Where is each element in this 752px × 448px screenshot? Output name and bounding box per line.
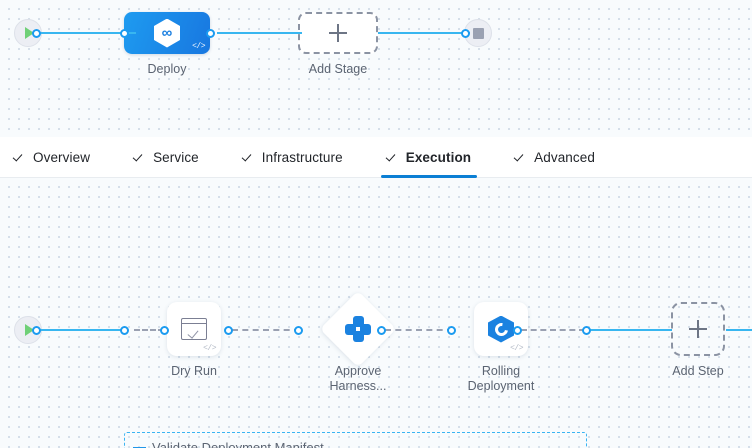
tab-label: Infrastructure [261,149,343,165]
add-stage-node[interactable]: Add Stage [298,12,378,77]
kubernetes-rolling-icon [488,315,514,343]
port-dryrun-in[interactable] [160,325,169,335]
port-deploy-in[interactable] [120,28,129,38]
play-icon [25,324,34,336]
tab-overview[interactable]: Overview [14,137,90,178]
port-rolling-out[interactable] [513,325,522,335]
plus-icon [689,320,707,338]
dry-run-label: Dry Run [171,364,217,378]
tab-label: Advanced [534,149,595,165]
step-node-dry-run[interactable]: </> Dry Run [167,302,221,379]
deploy-stage-box[interactable]: ∞ </> [124,12,210,54]
add-step-node[interactable]: Add Step [671,302,725,379]
port-dryrun-out[interactable] [224,325,233,335]
port-group-out[interactable] [582,325,591,335]
check-icon [515,151,527,163]
approval-icon [345,316,371,342]
shell-script-icon [181,318,207,340]
link-rolling-to-groupend [521,328,585,331]
harness-hexagon-icon: ∞ [154,18,180,48]
link-addstage-to-end [378,31,470,35]
link-start-to-group [36,328,128,332]
port-exec-start-out[interactable] [32,325,41,335]
port-approve-out[interactable] [377,325,386,335]
check-icon [14,151,26,163]
tab-advanced[interactable]: Advanced [515,137,595,178]
add-stage-button[interactable] [298,12,378,54]
dry-run-box[interactable]: </> [167,302,221,356]
link-group-to-dryrun [134,328,164,331]
port-start-out[interactable] [32,28,41,38]
execution-graph-canvas[interactable]: Validate Deployment Manifest </> [0,178,752,448]
code-badge-icon[interactable]: </> [510,344,523,353]
port-group-in[interactable] [120,325,129,335]
step-group-title: Validate Deployment Manifest [152,440,324,448]
step-group-header[interactable]: Validate Deployment Manifest [133,440,324,448]
tab-label: Execution [405,149,472,165]
step-group-validate-deployment-manifest[interactable] [124,432,587,448]
link-start-to-deploy [36,31,136,35]
plus-icon [329,24,347,42]
port-deploy-out[interactable] [206,28,215,38]
tab-label: Service [153,149,199,165]
stage-config-tabs[interactable]: Overview Service Infrastructure Executio… [0,137,752,178]
stop-icon [472,27,484,39]
port-end-in[interactable] [461,28,470,38]
link-dryrun-to-approve [232,328,300,331]
link-approve-to-rolling [385,328,453,331]
tab-label: Overview [33,149,91,165]
stage-node-deploy[interactable]: ∞ </> Deploy [124,12,210,77]
link-addstep-to-next [726,328,752,332]
step-node-rolling-deployment[interactable]: </> Rolling Deployment [455,302,547,394]
add-stage-label: Add Stage [308,62,368,76]
start-circle[interactable] [14,19,42,47]
code-badge-icon[interactable]: </> [192,42,205,51]
add-step-label: Add Step [672,364,724,378]
check-icon [243,151,255,163]
tab-infrastructure[interactable]: Infrastructure [243,137,343,178]
stage-graph-canvas[interactable]: ∞ </> Deploy Add Stage [0,0,752,137]
link-group-to-addstep [590,328,672,332]
tab-service[interactable]: Service [134,137,199,178]
add-step-button[interactable] [671,302,725,356]
approve-harness-label: Approve Harness... [329,364,387,393]
check-icon [134,151,146,163]
link-deploy-to-addstage [217,31,302,35]
tab-execution[interactable]: Execution [380,137,478,178]
minus-icon[interactable] [133,446,146,448]
play-icon [25,27,34,39]
deploy-stage-label: Deploy [147,62,187,76]
stage-start-node[interactable] [14,19,42,47]
port-approve-in[interactable] [294,325,303,335]
check-icon [387,151,399,163]
step-node-approve-harness[interactable]: Approve Harness... [312,290,404,394]
code-badge-icon[interactable]: </> [203,344,216,353]
port-rolling-in[interactable] [447,325,456,335]
rolling-deployment-label: Rolling Deployment [467,364,535,393]
